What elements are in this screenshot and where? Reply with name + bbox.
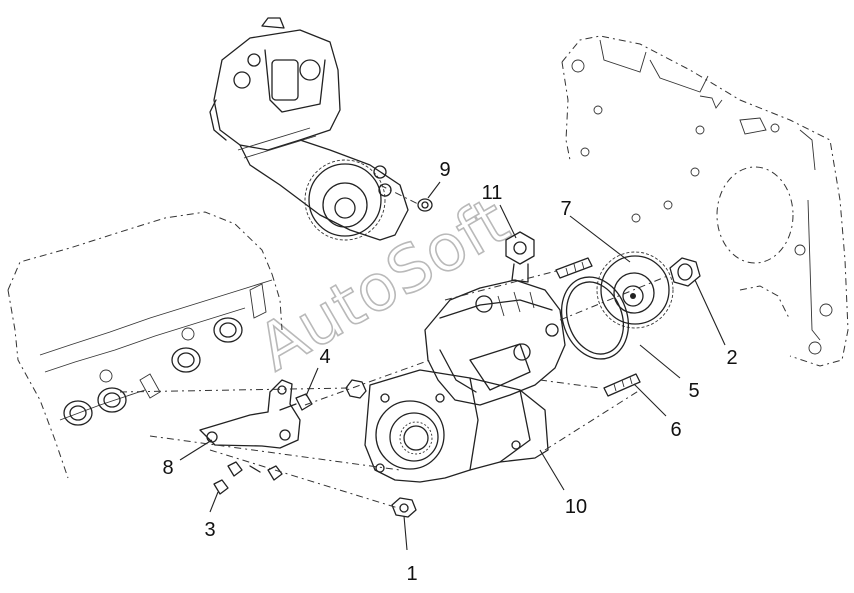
mounting-bracket [199,379,301,449]
assembly-center-lines [119,184,671,509]
callout-9: 9 [439,159,450,181]
drive-gear [596,251,674,329]
o-ring-gasket [561,276,629,360]
callout-3: 3 [204,519,215,541]
callout-2: 2 [726,347,737,369]
callout-10: 10 [565,496,587,518]
air-compressor-main-assembly [364,231,566,483]
callout-4: 4 [319,346,330,368]
callout-7: 7 [560,198,571,220]
air-compressor-upper-assembly [209,17,409,241]
stud-bolts [555,257,641,397]
callout-6: 6 [670,419,681,441]
watermark: AutoSoft [246,184,521,386]
callout-1: 1 [406,563,417,585]
gear-nut [669,257,701,287]
callout-labels: 1 2 3 4 5 6 7 8 9 10 11 [162,159,737,585]
callout-8: 8 [162,457,173,479]
timing-cover-outline [561,35,849,367]
fasteners [213,198,433,518]
callout-leaders [179,181,726,551]
callout-5: 5 [688,380,699,402]
callout-11: 11 [482,182,503,204]
engine-block-outline [7,211,283,479]
